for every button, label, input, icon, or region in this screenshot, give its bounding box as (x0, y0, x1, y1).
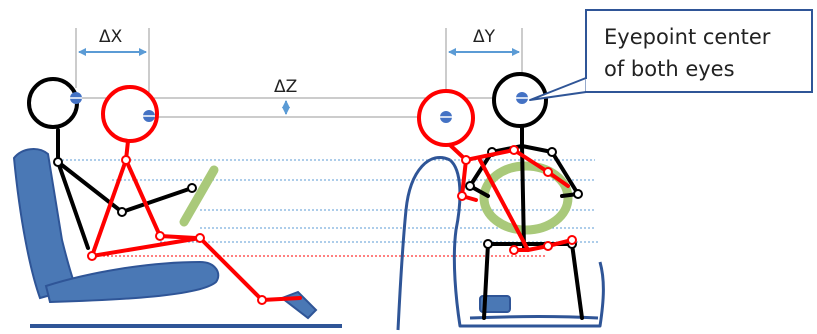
displaced-neck-joint (121, 155, 131, 165)
reference-joint-2 (547, 147, 557, 157)
reference-joint-5 (483, 239, 493, 249)
seat-backrest (12, 148, 78, 300)
reference-torso-side (56, 128, 90, 250)
eye-marker-reference-side (70, 92, 82, 104)
displaced-joint-4 (457, 191, 467, 201)
displaced-knee-joint (195, 233, 205, 243)
steering-wheel-front (479, 161, 573, 235)
seat-front-inner (469, 315, 599, 320)
seat-cushion (44, 260, 220, 304)
pedal (279, 290, 318, 320)
displaced-ankle-joint (257, 295, 267, 305)
eye-markers-front (440, 92, 528, 123)
delta-y-label: ΔY (473, 27, 496, 47)
reference-spine-front (520, 144, 526, 250)
steering-wheel-rim-side (179, 165, 219, 227)
displaced-hip-joint (87, 251, 97, 261)
callout-box (585, 9, 813, 93)
occupant-displaced-front (417, 89, 577, 255)
callout-line-2: of both eyes (604, 57, 735, 81)
eye-marker-displaced-front (440, 111, 452, 123)
displaced-joint-2 (509, 145, 519, 155)
callout-line-1: Eyepoint center (604, 25, 771, 49)
delta-x-label: ΔX (99, 27, 123, 47)
delta-z-dimension: ΔZ (274, 77, 297, 115)
seat-buckle (479, 295, 511, 313)
displaced-torso-side (90, 158, 264, 302)
eye-marker-reference-front (516, 92, 528, 104)
displaced-spine-front (478, 158, 530, 252)
reference-joint-3 (465, 181, 475, 191)
reference-head-side (27, 77, 79, 129)
steering-wheel-side (179, 165, 219, 227)
occupant-reference-front (465, 72, 584, 320)
displaced-joint-5 (509, 245, 519, 255)
pedal-plate (279, 290, 318, 320)
occupant-reference-side (27, 77, 197, 250)
eyepoint-callout: Eyepoint center of both eyes (529, 9, 813, 101)
reference-arm-side (56, 160, 194, 215)
delta-x-dimension: ΔX (75, 27, 150, 108)
occupant-displaced-side (87, 85, 302, 305)
reference-left-leg-front (482, 242, 490, 320)
reference-right-leg-front (570, 242, 584, 320)
car-seat (12, 148, 342, 328)
displaced-joint-6 (543, 241, 553, 251)
displaced-joint-3 (543, 167, 553, 177)
displaced-hips-front (512, 238, 574, 252)
eye-marker-displaced-side (143, 110, 155, 122)
displaced-joint-1 (461, 155, 471, 165)
reference-joint-4 (573, 189, 583, 199)
reference-elbow-joint (117, 207, 127, 217)
car-seat-front (396, 156, 605, 331)
displaced-shin-side (260, 296, 302, 302)
eye-markers-side (70, 92, 155, 122)
reference-hand-joint (187, 183, 197, 193)
displaced-joint-7 (567, 235, 577, 245)
displaced-elbow-joint (155, 231, 165, 241)
delta-z-label: ΔZ (274, 77, 297, 97)
reference-shoulder-joint (53, 157, 63, 167)
seat-front-outline (396, 156, 605, 331)
